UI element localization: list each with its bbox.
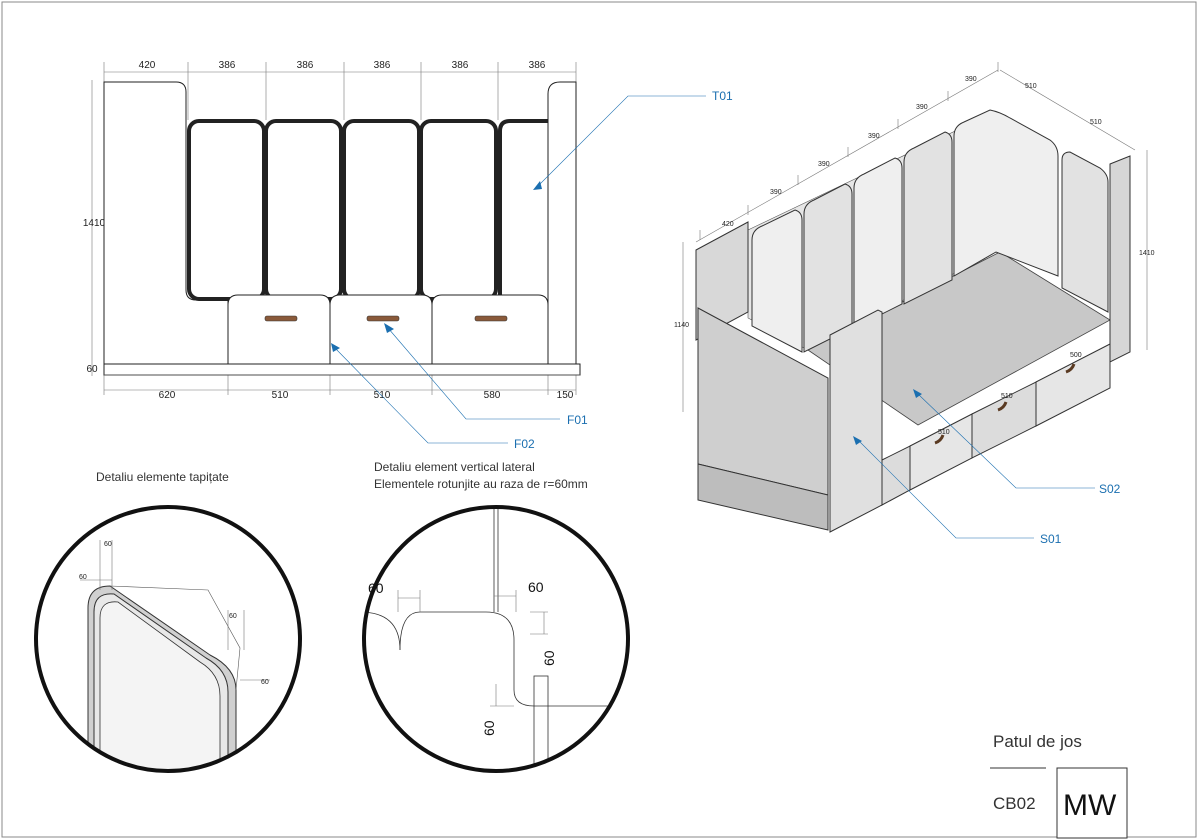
- detail-lat-dim: 60: [541, 650, 557, 666]
- iso-base: [697, 463, 829, 531]
- leader-arrow: [533, 181, 542, 190]
- leader-arrow: [384, 323, 394, 333]
- drawer-handle: [474, 315, 508, 322]
- detail-uph-dim: 60: [79, 574, 87, 581]
- iso-top-dim: 510: [1090, 119, 1102, 126]
- iso-drawer-dim: 500: [1070, 352, 1082, 359]
- iso-back-panels: [751, 109, 1109, 353]
- iso-front-vertical-panel: [829, 309, 883, 533]
- drawing-code: CB02: [993, 794, 1036, 813]
- iso-right-end-panel: [1109, 155, 1131, 363]
- front-top-dim: 386: [219, 60, 236, 71]
- drawer-handle: [366, 315, 400, 322]
- detail-upholstered-title: Detaliu elemente tapițate: [96, 470, 229, 484]
- front-drawers: [227, 294, 549, 365]
- front-top-dim: 386: [529, 60, 546, 71]
- detail-lateral-title-line2: Elementele rotunjite au raza de r=60mm: [374, 477, 588, 491]
- label-s02: S02: [1099, 482, 1121, 496]
- front-base-plinth: [103, 363, 581, 376]
- iso-top-dim: 390: [868, 133, 880, 140]
- drawing-title: Patul de jos: [993, 732, 1082, 751]
- front-view: 420 386 386 386 386 386 1410 400 220 340…: [83, 60, 733, 451]
- iso-top-dim: 390: [916, 104, 928, 111]
- label-f01: F01: [567, 413, 588, 427]
- iso-drawers: [881, 343, 1111, 506]
- leader-arrow: [331, 343, 340, 352]
- iso-drawer-dim: 510: [1001, 393, 1013, 400]
- detail-lat-dim: 60: [368, 580, 384, 596]
- iso-top-dim: 390: [770, 189, 782, 196]
- detail-uph-dim: 60: [229, 613, 237, 620]
- front-top-dim: 386: [374, 60, 391, 71]
- iso-top-dim: 390: [818, 161, 830, 168]
- front-base-dim: 60: [86, 364, 98, 375]
- front-bottom-dim: 510: [272, 390, 289, 401]
- detail-upholstered-circle: 60 60 60 60: [34, 505, 302, 773]
- front-bottom-dim: 620: [159, 390, 176, 401]
- iso-top-dim: 510: [1025, 83, 1037, 90]
- iso-dim-1410: 1410: [1139, 250, 1155, 257]
- front-top-dim: 386: [297, 60, 314, 71]
- detail-lateral-circle: 60 60 60 60: [362, 505, 630, 773]
- iso-drawer-dim: 510: [938, 429, 950, 436]
- front-upholstered-panels: [187, 119, 548, 301]
- front-leaders: [333, 95, 706, 444]
- label-f02: F02: [514, 437, 535, 451]
- label-t01: T01: [712, 89, 733, 103]
- front-top-dim: 386: [452, 60, 469, 71]
- detail-uph-dim: 60: [104, 541, 112, 548]
- detail-lateral-title-line1: Detaliu element vertical lateral: [374, 460, 535, 474]
- detail-lat-dim: 60: [481, 720, 497, 736]
- detail-lat-dim: 60: [528, 579, 544, 595]
- iso-top-dim: 390: [965, 76, 977, 83]
- isometric-view: 420 390 390 390 390 390 510 510 950 1410…: [674, 62, 1155, 546]
- front-bottom-dim: 580: [484, 390, 501, 401]
- iso-leaders: [857, 393, 1095, 539]
- front-bottom-dim: 510: [374, 390, 391, 401]
- drawer-handle: [264, 315, 298, 322]
- front-height-dim: 1410: [83, 218, 106, 229]
- front-right-side-panel: [547, 81, 577, 365]
- front-bottom-dim: 150: [557, 390, 574, 401]
- detail-uph-dim: 60: [261, 679, 269, 686]
- iso-top-dim: 420: [722, 221, 734, 228]
- label-s01: S01: [1040, 532, 1062, 546]
- front-top-dim: 420: [139, 60, 156, 71]
- leader-arrow: [853, 436, 862, 445]
- mw-logo: MW: [1063, 789, 1117, 822]
- title-block: Patul de jos CB02 MW: [990, 732, 1128, 839]
- iso-left-end-panel: [695, 221, 749, 341]
- leader-arrow: [913, 389, 922, 398]
- iso-dim-1140: 1140: [674, 322, 689, 329]
